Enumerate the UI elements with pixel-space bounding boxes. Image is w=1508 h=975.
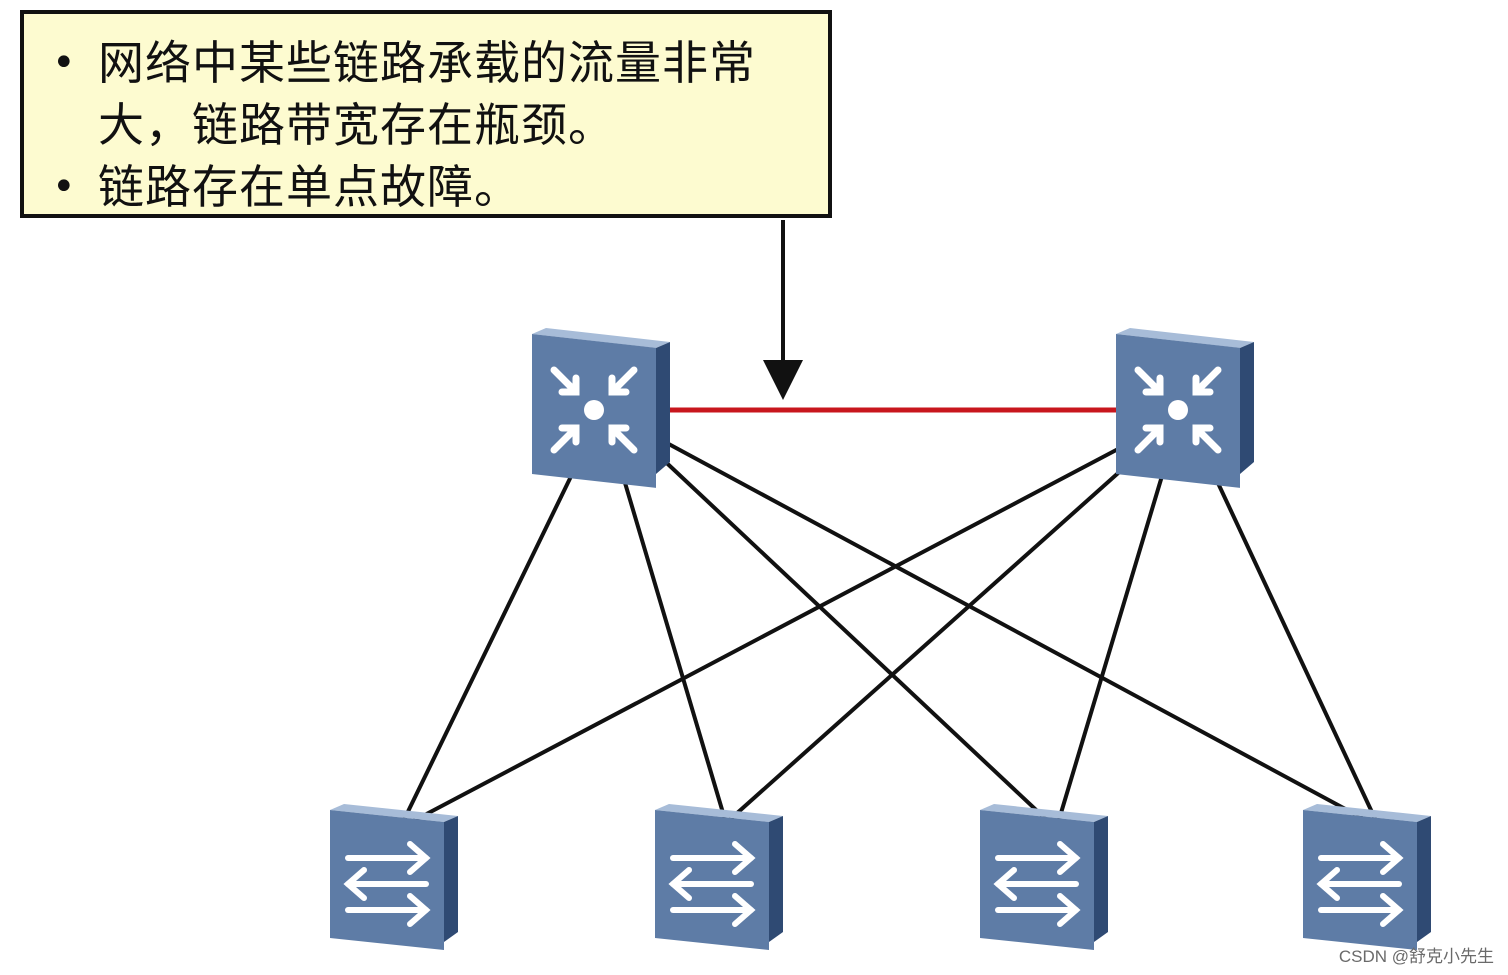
bullet-line: 网络中某些链路承载的流量非常 — [98, 36, 756, 90]
layer2-switch-icon — [330, 804, 458, 950]
bullet-text: 网络中某些链路承载的流量非常 大，链路带宽存在瓶颈。 — [98, 32, 756, 156]
watermark-text: CSDN @舒克小先生 — [1338, 947, 1494, 966]
bullet-line: 链路存在单点故障。 — [98, 160, 521, 214]
link-core2-access3 — [1056, 465, 1167, 824]
bullet-bandwidth-bottleneck: • 网络中某些链路承载的流量非常 大，链路带宽存在瓶颈。 — [52, 32, 808, 156]
bullet-single-point-failure: • 链路存在单点故障。 — [52, 156, 808, 218]
link-core1-access4 — [664, 440, 1376, 827]
issue-callout-box: • 网络中某些链路承载的流量非常 大，链路带宽存在瓶颈。 • 链路存在单点故障。 — [20, 10, 832, 218]
layer3-switch-icon — [532, 328, 670, 488]
link-core2-access4 — [1208, 465, 1380, 826]
link-core1-access1 — [398, 461, 580, 829]
layer2-switch-icon — [1303, 804, 1431, 950]
link-core2-access1 — [399, 446, 1121, 830]
link-core2-access2 — [724, 456, 1137, 825]
bullet-symbol: • — [52, 40, 76, 86]
bullet-symbol: • — [52, 164, 76, 210]
link-core1-access3 — [653, 450, 1052, 825]
bullet-line: 大，链路带宽存在瓶颈。 — [98, 98, 615, 152]
uplink-lines — [398, 440, 1380, 830]
link-core1-access2 — [618, 465, 728, 824]
layer3-switch-icon — [1116, 328, 1254, 488]
layer2-switch-icon — [655, 804, 783, 950]
layer2-switch-icon — [980, 804, 1108, 950]
bullet-text: 链路存在单点故障。 — [98, 156, 521, 218]
